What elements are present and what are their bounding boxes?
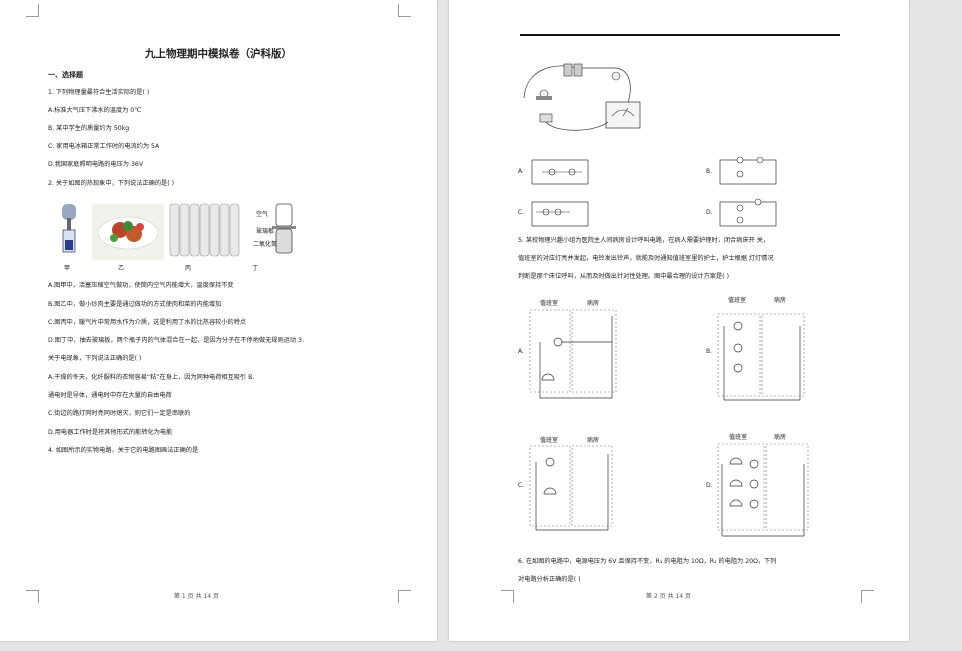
option-3a-cont: 通电时是导体，通电时中存在大量的自由电荷 xyxy=(48,392,172,399)
jar-label-no2: 二氧化氮 xyxy=(253,241,278,248)
jar-label-air: 空气 xyxy=(256,211,269,218)
page-footer: 第 1 页 共 14 页 xyxy=(174,593,219,600)
duty-room-label: 值班室 xyxy=(729,434,748,441)
figure-label-ding: 丁 xyxy=(252,265,259,272)
document-page-2: 第 2 页 共 14 页 xyxy=(449,0,909,641)
option-2a: A.图甲中，活塞压缩空气做功，使筒内空气内能增大，温度保持不变 xyxy=(48,282,234,289)
option-1d: D.我国家庭照明电路的电压为 36V xyxy=(48,161,144,168)
nurse-call-circuit-b xyxy=(717,313,805,401)
q4-option-c-label: C. xyxy=(518,209,525,216)
question-5-line-2: 值班室的对应灯亮并发起，电铃发出铃声，就能及时通知值班室里的护士，护士根据 灯灯… xyxy=(518,255,774,262)
document-title: 九上物理期中模拟卷（沪科版） xyxy=(145,48,292,60)
question-3: 关于电现象，下列说法正确的是( ) xyxy=(48,355,142,362)
circuit-c xyxy=(531,201,589,227)
ward-label: 病房 xyxy=(774,297,787,304)
circuit-b xyxy=(719,156,777,185)
circuit-d xyxy=(719,198,777,227)
q5-option-c-label: C. xyxy=(518,482,525,489)
duty-room-label: 值班室 xyxy=(540,300,559,307)
page-footer: 第 2 页 共 14 页 xyxy=(646,593,691,600)
q5-option-b-label: B. xyxy=(706,348,713,355)
crop-mark xyxy=(26,590,39,603)
option-2d: D.图丁中，抽去玻璃板，两个瓶子内的气体混合在一起，是因为分子在不停地做无规则运… xyxy=(48,337,304,344)
option-1b: B. 某中学生的质量约为 50kg xyxy=(48,125,130,132)
duty-room-label: 值班室 xyxy=(728,297,747,304)
crop-mark xyxy=(398,4,411,17)
question-4: 4. 如图所示的实物电路，关于它的电路图画法正确的是 xyxy=(48,447,199,454)
q4-option-a-label: A. xyxy=(518,168,524,175)
question-5-line-3: 判断是那个床位呼叫，从而及时做出针对性处理。图中最合理的设计方案是( ) xyxy=(518,273,729,280)
figure-label-yi: 乙 xyxy=(118,265,125,272)
ward-label: 病房 xyxy=(587,437,600,444)
q4-option-d-label: D. xyxy=(706,209,713,216)
option-1a: A.标准大气压下沸水的温度为 0℃ xyxy=(48,107,142,114)
section-heading: 一、选择题 xyxy=(48,71,83,79)
crop-mark xyxy=(398,590,411,603)
option-3d: D.用电器工作时是将其他形式的能转化为电能 xyxy=(48,429,173,436)
question-2: 2. 关于如图的热现象中，下列说法正确的是( ) xyxy=(48,180,175,187)
heat-phenomena-figure xyxy=(62,203,296,260)
figure-label-bing: 丙 xyxy=(185,265,192,272)
nurse-call-circuit-a xyxy=(529,309,617,399)
q5-option-d-label: D. xyxy=(706,482,713,489)
nurse-call-circuit-c xyxy=(529,445,613,531)
question-1: 1. 下列物理量最符合生活实际的是( ) xyxy=(48,89,150,96)
option-2c: C.图丙中，暖气片中常用水作为介质，这是利用了水的比热容较小的特点 xyxy=(48,319,247,326)
option-1c: C. 家用电冰箱正常工作时的电流约为 5A xyxy=(48,143,160,150)
duty-room-label: 值班室 xyxy=(540,437,559,444)
ward-label: 病房 xyxy=(774,434,787,441)
option-2b: B.图乙中，做小炒肉主要是通过做功的方式使肉和菜的内能增加 xyxy=(48,301,222,308)
option-3a: A.干燥的冬天，化纤服料的衣物容易“粘”在身上，因为同种电荷相互吸引 B. xyxy=(48,374,255,381)
question-5: 5. 某校物理兴趣小组为医院主人间病房设计呼叫电路，在病人需要护理时，闭合病床开… xyxy=(518,237,770,244)
question-6-line-2: 对电路分析正确的是( ) xyxy=(518,576,581,583)
nurse-call-circuit-d xyxy=(717,443,809,537)
q5-option-a-label: A. xyxy=(518,348,524,355)
circuit-a xyxy=(531,159,589,185)
document-page-1: 九上物理期中模拟卷（沪科版） 一、选择题 1. 下列物理量最符合生活实际的是( … xyxy=(0,0,437,641)
crop-mark xyxy=(26,4,39,17)
header-rule xyxy=(520,34,840,36)
ward-label: 病房 xyxy=(587,300,600,307)
figure-label-jia: 甲 xyxy=(64,265,71,272)
crop-mark xyxy=(501,590,514,603)
q4-option-b-label: B. xyxy=(706,168,713,175)
option-3c: C.街边的路灯同时亮同时熄灭，则它们一定是串联的 xyxy=(48,410,191,417)
crop-mark xyxy=(861,590,874,603)
question-6: 6. 在如图的电路中，电源电压为 6V 且保持不变，R₁ 的电阻为 10Ω，R₂… xyxy=(518,558,777,565)
physical-circuit-figure xyxy=(523,63,641,131)
jar-label-glass: 玻璃板 xyxy=(256,228,275,235)
